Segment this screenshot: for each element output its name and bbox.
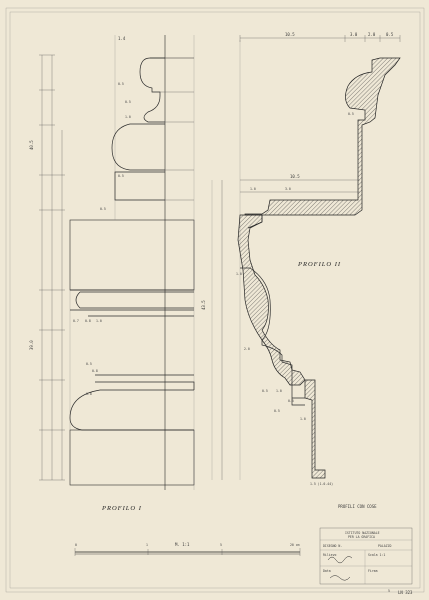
signature-2 [329,575,351,581]
r-inner-5: 0.5 [288,399,294,403]
tb-line-0: ISTITUTO NAZIONALE [345,531,380,535]
dim-inner-4: 0.5 [118,174,124,178]
tb-line-2: DISEGNO N. [323,544,342,548]
scale-tick-1: 1 [146,543,148,547]
corner-mark: 5 [388,589,390,593]
right-profile-caption: PROFILI CON COSE [338,504,377,509]
tb-line-1: PER LA GRAFICA [348,535,375,539]
tb-line-3: Rilievo [323,553,337,557]
r-top-dim-0: 10.5 [285,32,295,37]
r-inner-4: 1.0 [276,389,282,393]
r-mid-dim-0: 10.5 [290,174,300,179]
r-top-dim-3: 0.5 [386,32,394,37]
dim-inner-7: 1.0 [96,319,102,323]
scale-tick-0: 0 [75,543,77,547]
tb-line-6: Firma [368,569,378,573]
right-profile-title: PROFILO II [297,261,341,268]
r-inner-6: 0.5 [274,409,280,413]
r-mid-dim-1: 1.0 [250,187,256,191]
dim-side-1: 40.5 [29,140,34,150]
inner-border [9,11,421,589]
r-side-dim-0: 43.5 [201,300,206,310]
dim-inner-9: 0.8 [92,369,98,373]
r-top-dim-1: 3.0 [350,32,358,37]
r-inner-3: 0.5 [262,389,268,393]
scale-tick-4: 20 cm [290,543,300,547]
r-top-dim-2: 2.0 [368,32,376,37]
r-inner-2: 2.0 [244,347,250,351]
dim-inner-2: 1.0 [125,115,131,119]
left-profile: 1.4 40.5 39.0 0.5 0.5 1.0 0.5 0.5 0.7 0.… [29,35,195,512]
scale-label: M. 1:1 [175,542,190,547]
tb-line-4: Scala 1:1 [368,553,385,557]
sheet-number: LN 323 [398,590,413,595]
r-mid-dim-2: 3.0 [285,187,291,191]
r-inner-0: 0.5 [348,112,354,116]
left-profile-title: PROFILO I [101,505,142,512]
signature [327,556,353,564]
r-note: 1.5 (1.0-44) [310,482,333,486]
r-inner-1: 1.0 [236,272,242,276]
dim-inner-8: 0.5 [86,362,92,366]
right-profile: 10.5 3.0 2.0 0.5 10.5 1.0 3.0 43.5 0.5 1… [201,32,401,509]
dim-inner-6: 0.8 [85,319,91,323]
dim-inner-0: 0.5 [118,82,124,86]
title-block: ISTITUTO NAZIONALE PER LA GRAFICA DISEGN… [319,527,413,585]
dim-side-2: 39.0 [29,340,34,350]
tb-line-5: Data [323,569,331,573]
sheet-border [5,7,425,593]
dim-top-1: 1.4 [118,36,126,41]
r-inner-7: 1.0 [300,417,306,421]
dim-inner-10: 0.8 [86,392,92,396]
dim-inner-1: 0.5 [125,100,131,104]
tb-stamp: PALAZZO [378,544,392,548]
scale-bar: 0 1 5 20 cm M. 1:1 [74,542,301,556]
dim-inner-5: 0.7 [73,319,79,323]
scale-tick-2: 5 [220,543,222,547]
dim-inner-3: 0.5 [100,207,106,211]
